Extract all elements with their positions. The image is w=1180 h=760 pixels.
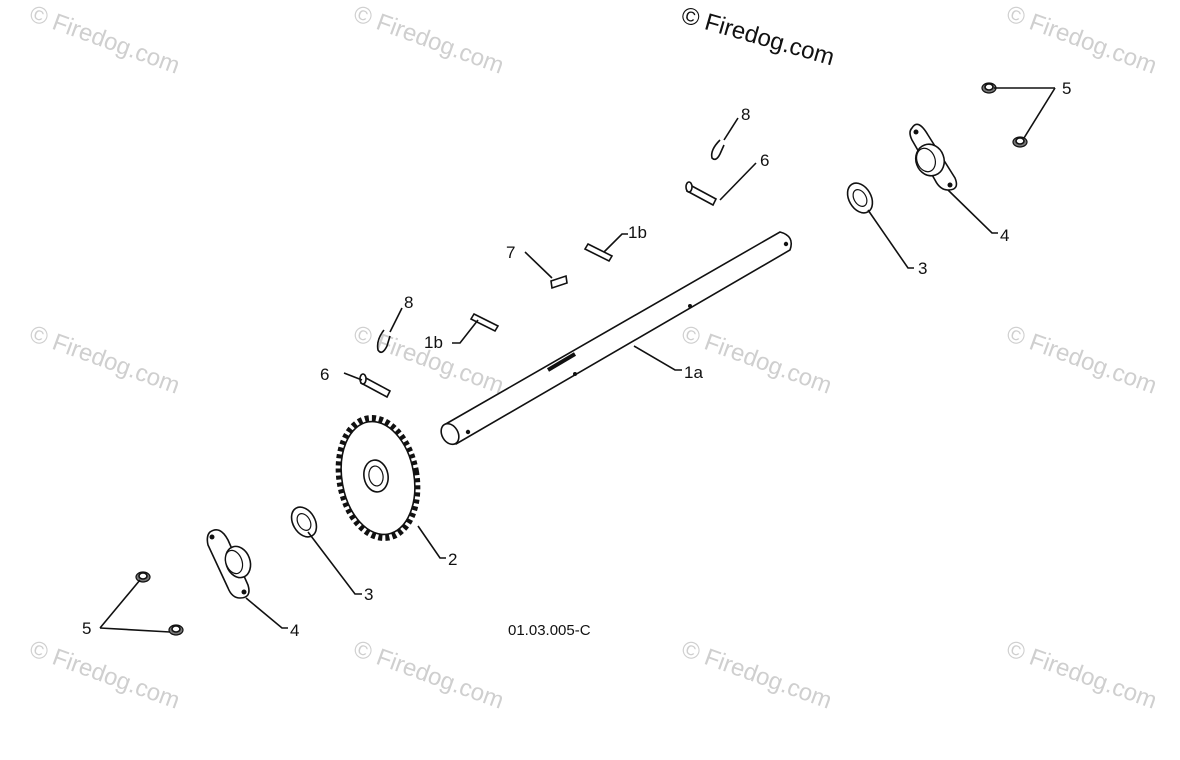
callout-8-upper: 8 bbox=[741, 105, 750, 124]
callout-3-lower: 3 bbox=[364, 585, 373, 604]
callout-2: 2 bbox=[448, 550, 457, 569]
callout-1b-upper: 1b bbox=[628, 223, 647, 242]
shaft-part bbox=[440, 231, 793, 446]
bolt-upper-a-part bbox=[981, 82, 997, 94]
callout-4-lower: 4 bbox=[290, 621, 299, 640]
callout-4-upper: 4 bbox=[1000, 226, 1009, 245]
bolt-lower-b-part bbox=[168, 624, 184, 636]
washer-upper-part bbox=[846, 182, 874, 214]
callout-8-lower: 8 bbox=[404, 293, 413, 312]
bolt-upper-b-part bbox=[1012, 136, 1028, 148]
watermark-top-center: © Firedog.com bbox=[350, 0, 507, 79]
watermark-bottom-right: © Firedog.com bbox=[1003, 635, 1160, 714]
callout-6-lower: 6 bbox=[320, 365, 329, 384]
washer-lower-part bbox=[290, 506, 318, 538]
callout-5-lower: 5 bbox=[82, 619, 91, 638]
watermark-top-right: © Firedog.com bbox=[1003, 0, 1160, 79]
watermark-mid-right: © Firedog.com bbox=[1003, 320, 1160, 399]
hairpin-clip-upper-part bbox=[710, 139, 725, 161]
callout-1b-lower: 1b bbox=[424, 333, 443, 352]
watermark-mid-right-center: © Firedog.com bbox=[678, 320, 835, 399]
leader-lines bbox=[99, 87, 1056, 633]
clevis-pin-upper-part bbox=[685, 181, 718, 207]
watermark-bottom-left: © Firedog.com bbox=[26, 635, 183, 714]
roll-pin-lower-part bbox=[469, 312, 500, 333]
roll-pin-upper-part bbox=[583, 242, 614, 263]
sprocket-part bbox=[335, 415, 421, 541]
drawing-code: 01.03.005-C bbox=[508, 622, 591, 639]
callout-5-upper: 5 bbox=[1062, 79, 1071, 98]
watermark-bottom-center: © Firedog.com bbox=[350, 635, 507, 714]
bearing-flange-lower-part bbox=[206, 529, 252, 599]
bearing-flange-upper-part bbox=[909, 123, 958, 191]
callouts: 1a 1b 1b 2 3 3 4 4 5 5 6 6 7 8 8 bbox=[82, 79, 1071, 640]
watermark-top-left: © Firedog.com bbox=[26, 0, 183, 79]
brand-watermark: © Firedog.com bbox=[678, 2, 837, 71]
bolt-lower-a-part bbox=[135, 571, 151, 583]
callout-7: 7 bbox=[506, 243, 515, 262]
callout-1a: 1a bbox=[684, 363, 703, 382]
watermark-bottom-right-center: © Firedog.com bbox=[678, 635, 835, 714]
hairpin-clip-lower-part bbox=[376, 329, 391, 354]
callout-3-upper: 3 bbox=[918, 259, 927, 278]
watermark-mid-left: © Firedog.com bbox=[26, 320, 183, 399]
key-part bbox=[550, 274, 568, 290]
clevis-pin-lower-part bbox=[359, 373, 392, 399]
callout-6-upper: 6 bbox=[760, 151, 769, 170]
